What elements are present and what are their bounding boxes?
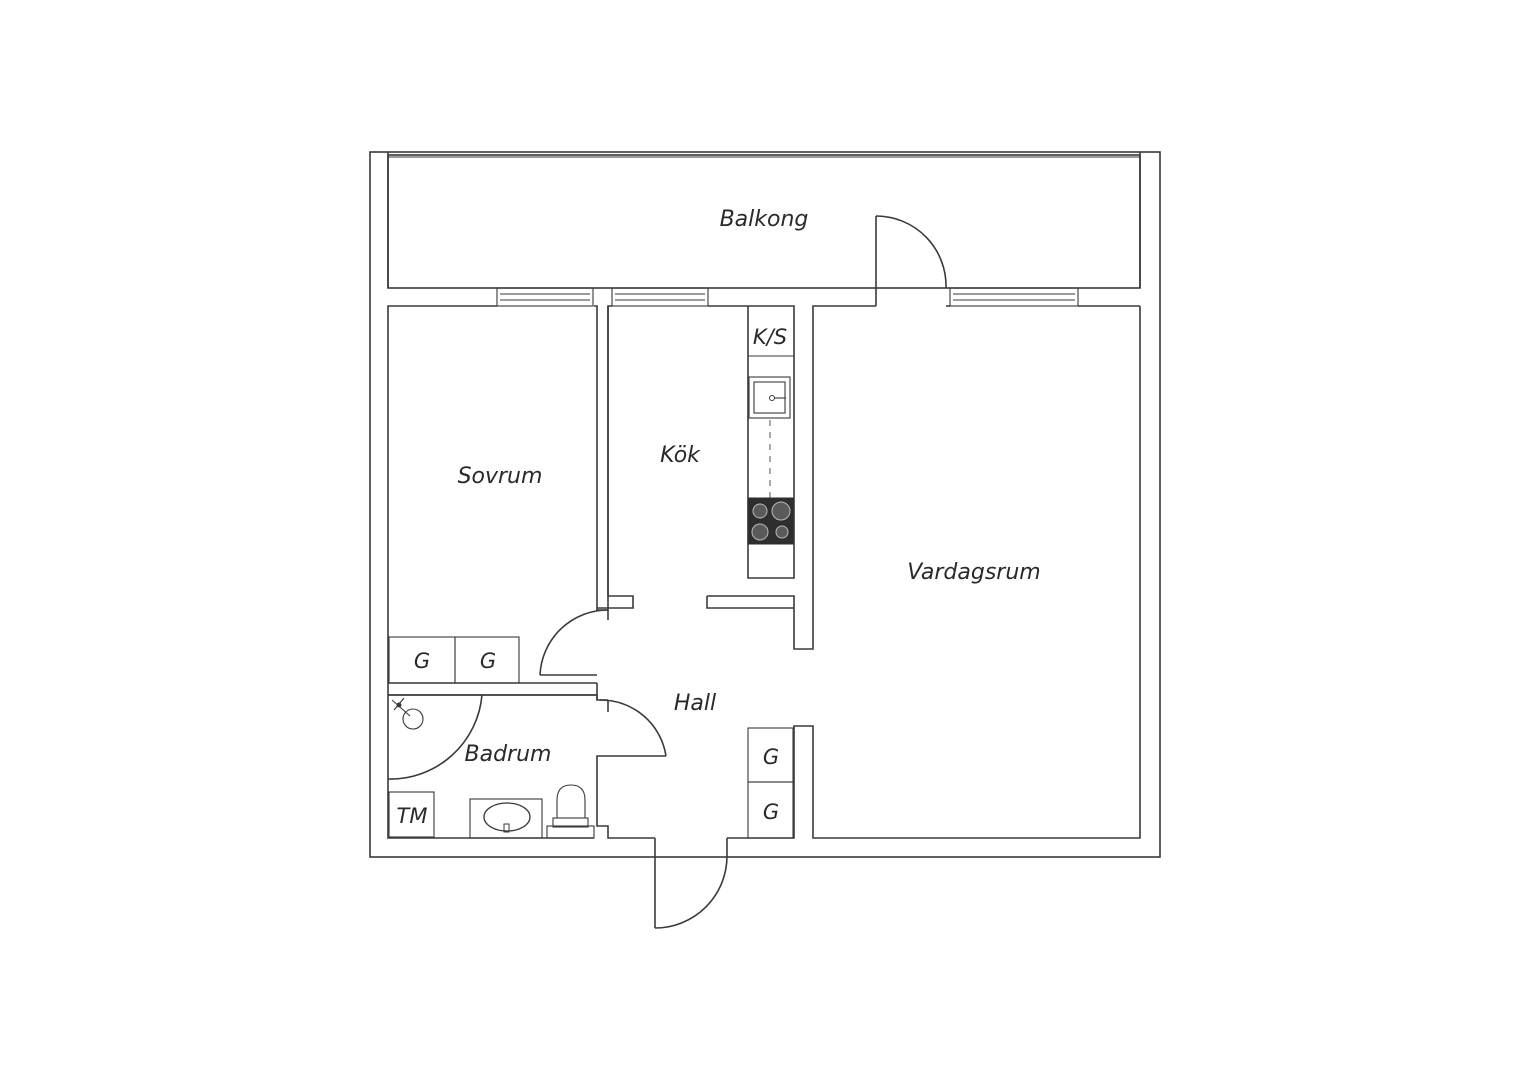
- shower-head-icon: [391, 697, 424, 730]
- room-label-balcony: Balkong: [720, 207, 809, 232]
- room-label-hall: Hall: [674, 691, 716, 716]
- room-label-kitchen: Kök: [660, 443, 701, 468]
- fixture-label-wardrobe: G: [763, 800, 779, 824]
- bedroom-door: [539, 609, 609, 676]
- kitchen-walls: [597, 305, 1140, 650]
- washing-machine: [388, 791, 435, 838]
- balcony-door: [875, 215, 947, 306]
- windows: [496, 287, 1079, 307]
- sink-icon: [748, 376, 791, 419]
- hall-wardrobes: [747, 727, 794, 839]
- room-label-living-room: Vardagsrum: [907, 560, 1040, 585]
- washbasin-icon: [483, 802, 531, 832]
- fixture-label-fridge-freezer: K/S: [753, 325, 787, 349]
- bedroom-wardrobes: [388, 636, 520, 684]
- stove-icon: [747, 497, 794, 545]
- bathroom-fixtures: [387, 694, 595, 839]
- exterior-walls: [369, 151, 1161, 858]
- shower-screen: [387, 694, 483, 780]
- entrance-door: [654, 838, 728, 929]
- fixture-label-washing-machine: TM: [397, 804, 428, 828]
- washbasin-counter: [469, 798, 543, 839]
- toilet-icon: [546, 784, 595, 839]
- fixture-label-wardrobe: G: [763, 745, 779, 769]
- room-label-bedroom: Sovrum: [458, 464, 543, 489]
- fixture-label-wardrobe: G: [414, 649, 430, 673]
- room-label-bathroom: Badrum: [465, 742, 552, 767]
- fixture-label-wardrobe: G: [480, 649, 496, 673]
- living-room-walls: [727, 306, 1141, 839]
- kitchen-counter: [747, 355, 794, 545]
- bathroom-door: [599, 699, 667, 757]
